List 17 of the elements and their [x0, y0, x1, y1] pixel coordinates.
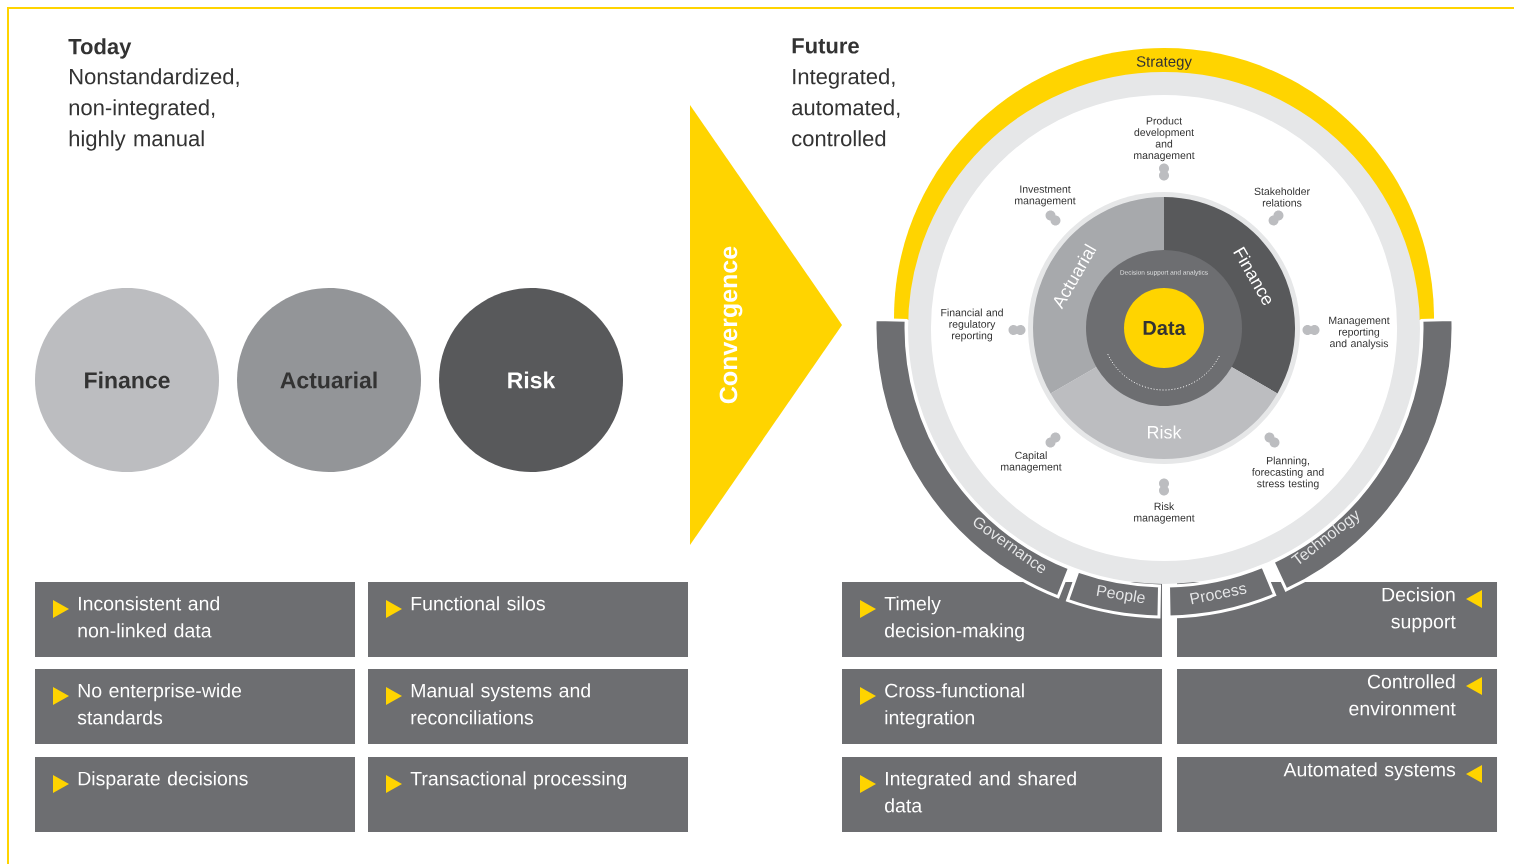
text-box: Transactional processing — [368, 757, 688, 832]
function-label: Risk management — [1134, 502, 1195, 524]
heading: Future — [792, 38, 859, 54]
text-box: Automated systems — [1177, 757, 1497, 832]
text-box: Functional silos — [368, 582, 688, 657]
band-segment: People — [1066, 569, 1161, 619]
text-box: Manual systems and reconciliations — [368, 669, 688, 744]
text-box: Controlled environment — [1177, 669, 1497, 744]
text-box: No enterprise-wide standards — [35, 669, 355, 744]
text-box: Cross-functional integration — [842, 669, 1162, 744]
text-box: Inconsistent and non-linked data — [35, 582, 355, 657]
heading: Nonstandardized, non-integrated, highly manual — [69, 68, 239, 151]
band-segment: Process — [1167, 564, 1277, 619]
function-label: Product development and management — [1134, 116, 1195, 162]
text-box: Disparate decisions — [35, 757, 355, 832]
heading: Today — [68, 38, 132, 59]
text-box: Integrated and shared data — [842, 757, 1162, 832]
